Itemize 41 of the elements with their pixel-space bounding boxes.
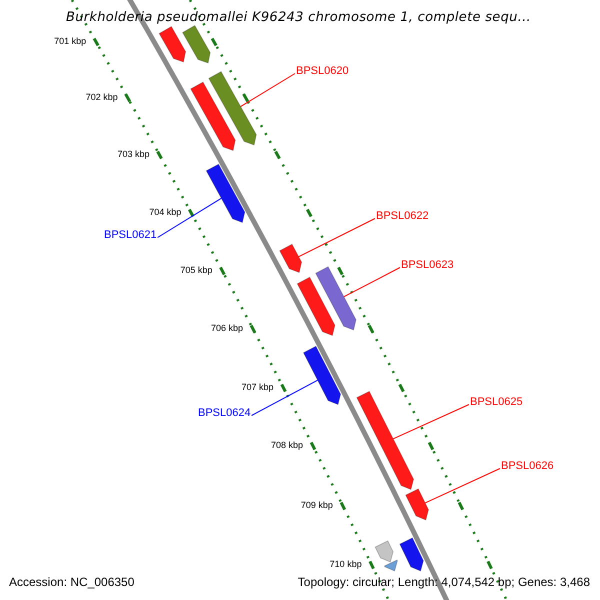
scale-label: 709 kbp	[300, 501, 333, 510]
scale-label: 704 kbp	[149, 208, 182, 217]
gene-block	[190, 82, 236, 152]
summary-text: Topology: circular; Length: 4,074,542 bp; Genes: 3,468	[298, 576, 590, 588]
gene-block	[182, 24, 211, 64]
scale-label: 701 kbp	[54, 37, 86, 46]
leader-line	[298, 218, 376, 258]
gene-label: BPSL0626	[501, 461, 554, 472]
gene-block	[384, 559, 398, 572]
gene-label: BPSL0622	[376, 211, 429, 222]
gene-label: BPSL0624	[198, 408, 251, 419]
gene-label: BPSL0621	[104, 230, 157, 241]
gene-block	[302, 346, 342, 406]
gene-block	[296, 276, 336, 336]
leader-line	[251, 380, 318, 416]
scale-label: 705 kbp	[180, 266, 212, 275]
gene-label: BPSL0625	[470, 397, 523, 408]
leader-line	[392, 404, 470, 440]
scale-label: 710 kbp	[330, 560, 362, 569]
gene-block	[399, 537, 424, 572]
gene-label: BPSL0623	[401, 260, 454, 271]
title: Burkholderia pseudomallei K96243 chromosome 1, complete sequ...	[66, 11, 531, 24]
scale-label: 708 kbp	[270, 441, 303, 450]
scale-label: 706 kbp	[210, 324, 243, 333]
scale-label: 702 kbp	[86, 93, 118, 102]
gene-block	[158, 26, 186, 63]
scale-label: 703 kbp	[117, 150, 150, 159]
gene-block	[356, 390, 414, 490]
leader-line	[343, 267, 400, 298]
scale-label: 707 kbp	[242, 383, 274, 392]
leader-line	[240, 73, 296, 108]
accession-text: Accession: NC_006350	[9, 576, 134, 588]
gene-block	[279, 244, 302, 274]
gene-block	[405, 488, 429, 521]
gene-block	[206, 164, 246, 224]
gene-block	[208, 71, 257, 146]
leader-line	[157, 198, 222, 238]
gene-label: BPSL0620	[296, 66, 349, 77]
gene-block	[374, 540, 394, 563]
gene-block	[315, 266, 356, 331]
leader-line	[424, 468, 500, 504]
